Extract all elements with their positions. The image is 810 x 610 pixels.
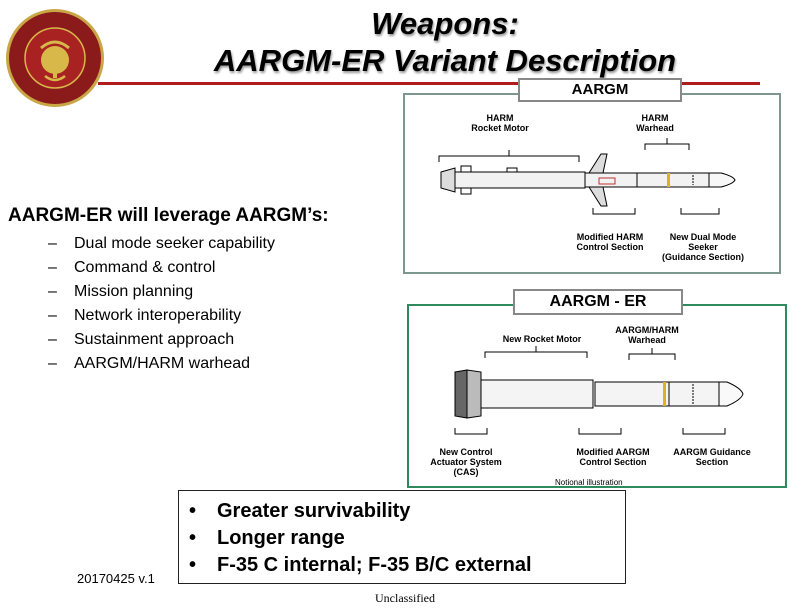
title-underline (98, 82, 760, 85)
slide-title-line2: AARGM-ER Variant Description (213, 43, 677, 78)
list-item: –Dual mode seeker capability (48, 235, 275, 252)
leverage-list: –Dual mode seeker capability –Command & … (8, 232, 275, 376)
aargm-er-missile-diagram (454, 346, 744, 435)
classification-marking: Unclassified (375, 591, 435, 605)
benefits-list: •Greater survivability •Longer range •F-… (187, 498, 532, 579)
aargm-panel-title: AARGM (518, 78, 682, 102)
list-item: –AARGM/HARM warhead (48, 355, 251, 372)
new-rocket-motor-label: New Rocket Motor (502, 334, 582, 344)
benefits-box: •Greater survivability •Longer range •F-… (178, 490, 626, 584)
aargm-missile-diagram (438, 138, 736, 215)
leverage-heading: AARGM-ER will leverage AARGM’s: (8, 205, 329, 226)
usmc-seal-logo (5, 8, 105, 108)
notional-illustration-note: Notional illustration (555, 478, 623, 487)
list-item: •Longer range (189, 527, 345, 549)
list-item: •F-35 C internal; F-35 B/C external (189, 554, 532, 576)
list-item: –Sustainment approach (48, 331, 235, 348)
version-date: 20170425 v.1 (77, 571, 155, 586)
list-item: –Command & control (48, 259, 216, 276)
aargm-er-panel-title: AARGM - ER (513, 289, 683, 315)
list-item: –Mission planning (48, 283, 194, 300)
slide-title-line1: Weapons: (371, 6, 519, 41)
list-item: –Network interoperability (48, 307, 242, 324)
list-item: •Greater survivability (189, 500, 411, 522)
